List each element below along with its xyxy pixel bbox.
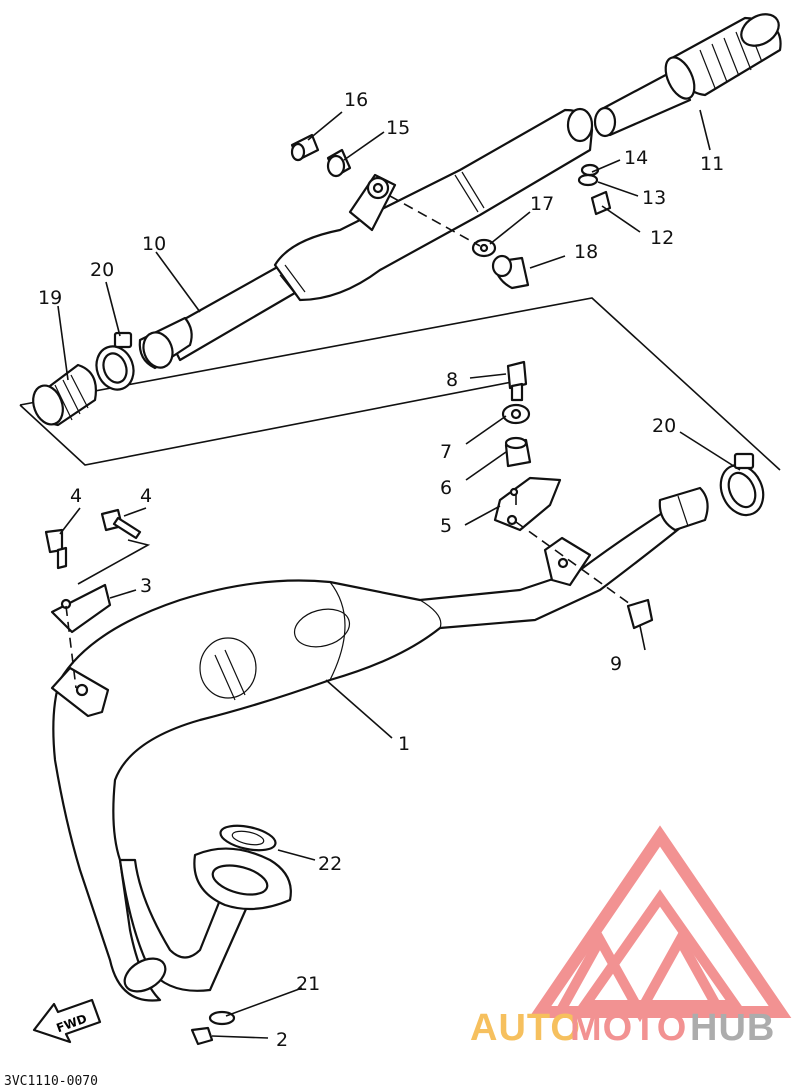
clamp-upper-part <box>95 331 135 391</box>
leader-lines <box>57 109 741 1039</box>
rubber-joint-part <box>32 363 97 427</box>
part-label-11: 11 <box>700 153 724 175</box>
watermark-text-hub: HUB <box>690 1007 775 1049</box>
part-label-13: 13 <box>642 187 666 209</box>
part-label-16: 16 <box>344 89 368 111</box>
part-label-4a: 4 <box>70 485 82 507</box>
watermark-text-auto: AUTO <box>470 1007 581 1049</box>
gasket-part <box>219 824 277 852</box>
part-label-15: 15 <box>386 117 410 139</box>
part-label-9: 9 <box>610 653 622 675</box>
watermark-text-moto: MOTO <box>570 1007 687 1049</box>
clamp-lower-part <box>719 452 765 517</box>
part-label-5: 5 <box>440 515 452 537</box>
part-label-2: 2 <box>276 1029 288 1051</box>
part-label-21: 21 <box>296 973 320 995</box>
automotohub-watermark: AUTO MOTO HUB <box>470 825 792 1049</box>
rear-hanger-hardware <box>493 360 654 630</box>
part-label-18: 18 <box>574 241 598 263</box>
silencer-body-part <box>138 107 594 370</box>
diagram-code: 3VC1110-0070 <box>4 1074 98 1089</box>
part-label-7: 7 <box>440 441 452 463</box>
upper-assembly-outline <box>19 297 781 471</box>
part-label-12: 12 <box>650 227 674 249</box>
part-label-20a: 20 <box>90 259 114 281</box>
part-label-19: 19 <box>38 287 62 309</box>
watermark-logo <box>528 825 792 1023</box>
front-bracket-hardware <box>44 508 151 689</box>
part-label-17: 17 <box>530 193 554 215</box>
expansion-chamber-part <box>50 486 709 1002</box>
nut-washer-hardware <box>190 1010 236 1046</box>
part-label-8: 8 <box>446 369 458 391</box>
part-label-6: 6 <box>440 477 452 499</box>
fwd-direction-arrow: FWD <box>32 998 102 1044</box>
part-label-22: 22 <box>318 853 342 875</box>
part-label-4b: 4 <box>140 485 152 507</box>
part-label-1: 1 <box>398 733 410 755</box>
tail-pipe-part <box>593 13 782 138</box>
part-label-14: 14 <box>624 147 648 169</box>
part-label-10: 10 <box>142 233 166 255</box>
part-label-20b: 20 <box>652 415 676 437</box>
part-number-labels: 1 2 3 4 4 5 6 7 8 9 10 11 12 13 14 15 16… <box>38 89 724 1051</box>
upper-hardware <box>290 133 612 290</box>
part-label-3: 3 <box>140 575 152 597</box>
